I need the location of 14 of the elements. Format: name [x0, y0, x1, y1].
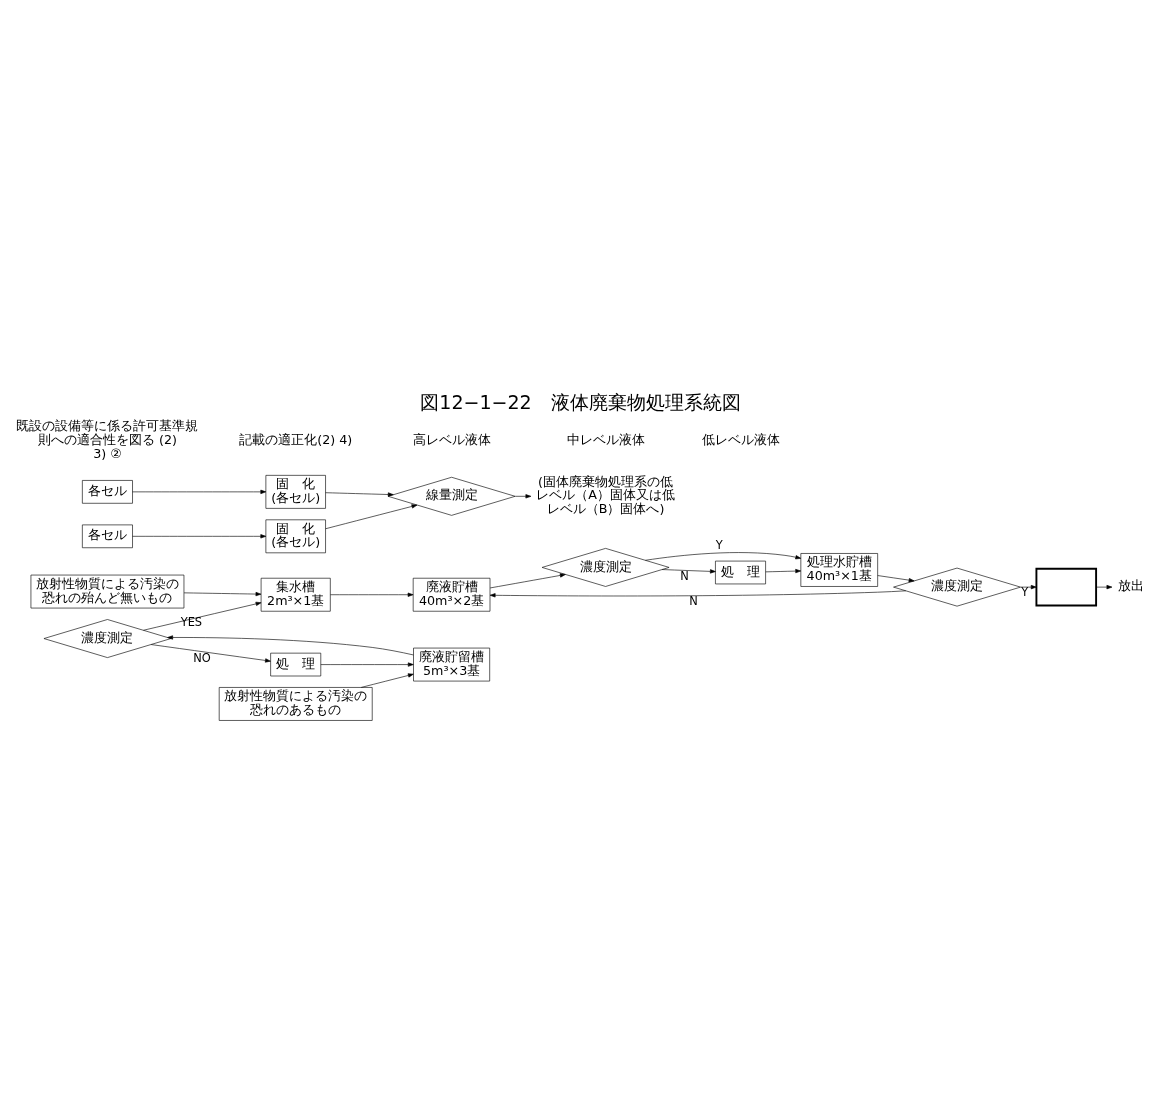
label: 低レベル液体 — [701, 432, 780, 448]
edge-label: NO — [193, 650, 211, 665]
node-text: (固体廃棄物処理系の低レベル（A）固体又は低レベル（B）固体へ) — [536, 473, 675, 517]
edge-label: N — [680, 568, 689, 583]
label: 高レベル液体 — [412, 432, 491, 448]
label: 既設の設備等に係る許可基準規則への適合性を図る (2) 3) ② — [16, 418, 199, 462]
node-text: 放出 — [1117, 578, 1144, 594]
diagram-title: 図12−1−22 液体廃棄物処理系統図 — [420, 391, 741, 414]
label: 中レベル液体 — [566, 432, 645, 448]
edge-label: Y — [715, 538, 723, 553]
label: 記載の適正化(2) 4) — [239, 432, 353, 448]
edge-label: YES — [180, 614, 203, 629]
edge-label: N — [689, 593, 698, 608]
edge-label: Y — [1021, 585, 1029, 600]
